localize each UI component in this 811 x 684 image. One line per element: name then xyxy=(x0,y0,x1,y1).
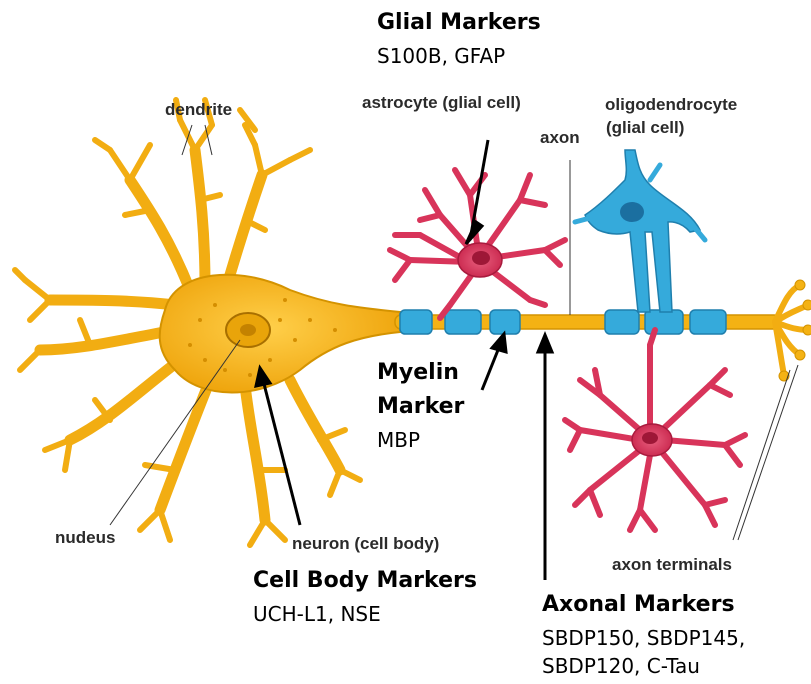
glial-markers-items: S100B, GFAP xyxy=(377,44,505,68)
astrocyte-label: astrocyte (glial cell) xyxy=(362,93,521,113)
oligodendrocyte-label-line2: (glial cell) xyxy=(606,118,684,138)
dendrite-label: dendrite xyxy=(165,100,232,120)
axonal-markers-title: Axonal Markers xyxy=(542,592,735,617)
glial-markers-title: Glial Markers xyxy=(377,10,541,35)
neuron-label: neuron (cell body) xyxy=(292,534,439,554)
cell-body-markers-items: UCH-L1, NSE xyxy=(253,602,381,626)
axon-label: axon xyxy=(540,128,580,148)
myelin-marker-items: MBP xyxy=(377,428,420,452)
axonal-markers-items-line2: SBDP120, C-Tau xyxy=(542,654,700,678)
oligodendrocyte-label-line1: oligodendrocyte xyxy=(605,95,737,115)
neuron-cell-body xyxy=(160,275,400,393)
nucleus-label: nudeus xyxy=(55,528,115,548)
axonal-markers-items-line1: SBDP150, SBDP145, xyxy=(542,626,745,650)
axon-terminals-label: axon terminals xyxy=(612,555,732,575)
oligodendrocyte xyxy=(585,150,700,312)
myelin-marker-title-line2: Marker xyxy=(377,394,464,419)
myelin-marker-title-line1: Myelin xyxy=(377,360,459,385)
cell-body-markers-title: Cell Body Markers xyxy=(253,568,477,593)
